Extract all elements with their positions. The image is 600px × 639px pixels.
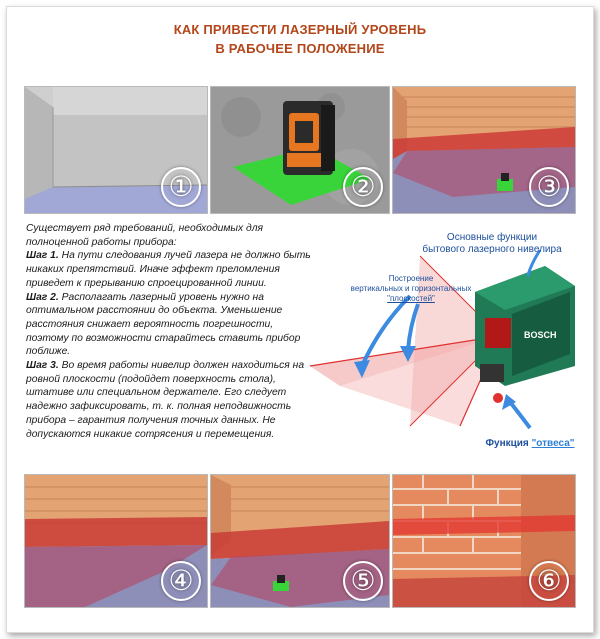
- device-functions-diagram: BOSCH Основные функции бытового лазерног…: [300, 226, 590, 470]
- step-number-6: ⑥: [529, 561, 569, 601]
- step-number-3: ③: [529, 167, 569, 207]
- intro-paragraph: Существует ряд требований, необходимых д…: [26, 223, 264, 248]
- panel-step-2: ②: [210, 86, 390, 214]
- panel-step-6: ⑥: [392, 474, 576, 608]
- plumb-prefix: Функция: [485, 438, 532, 449]
- planes-line-1: Построение: [388, 274, 434, 283]
- step-3-text: Во время работы нивелир должен находитьс…: [26, 360, 305, 440]
- planes-line-3: "плоскостей": [387, 294, 435, 303]
- step-3-paragraph: Шаг 3. Во время работы нивелир должен на…: [26, 359, 316, 441]
- step-2-label: Шаг 2.: [26, 291, 59, 303]
- device-brand: BOSCH: [524, 330, 557, 340]
- step-number-5: ⑤: [343, 561, 383, 601]
- planes-line-2: вертикальных и горизонтальных: [350, 284, 472, 293]
- plumb-word: "отвеса": [531, 438, 575, 449]
- panel-step-3: ③: [392, 86, 576, 214]
- step-2-paragraph: Шаг 2. Располагать лазерный уровень нужн…: [26, 291, 316, 360]
- step-number-2: ②: [343, 167, 383, 207]
- requirements-text: Существует ряд требований, необходимых д…: [26, 222, 316, 441]
- step-1-paragraph: Шаг 1. На пути следования лучей лазера н…: [26, 249, 316, 290]
- plumb-function-label: Функция "отвеса": [470, 438, 590, 450]
- step-1-text: На пути следования лучей лазера не должн…: [26, 250, 311, 289]
- title-line-2: В РАБОЧЕЕ ПОЛОЖЕНИЕ: [215, 41, 385, 56]
- page-title: КАК ПРИВЕСТИ ЛАЗЕРНЫЙ УРОВЕНЬ В РАБОЧЕЕ …: [0, 20, 600, 58]
- planes-label: Построение вертикальных и горизонтальных…: [336, 274, 486, 304]
- step-3-label: Шаг 3.: [26, 360, 59, 372]
- step-number-4: ④: [161, 561, 201, 601]
- main-functions-line-1: Основные функции: [446, 232, 538, 243]
- laser-device-illustration: BOSCH: [309, 249, 575, 430]
- panel-step-4: ④: [24, 474, 208, 608]
- title-line-1: КАК ПРИВЕСТИ ЛАЗЕРНЫЙ УРОВЕНЬ: [173, 22, 427, 37]
- step-number-1: ①: [161, 167, 201, 207]
- step-1-label: Шаг 1.: [26, 250, 59, 262]
- main-functions-line-2: бытового лазерного нивелира: [422, 244, 562, 255]
- step-2-text: Располагать лазерный уровень нужно на оп…: [26, 291, 301, 358]
- panel-step-1: ①: [24, 86, 208, 214]
- main-functions-label: Основные функции бытового лазерного ниве…: [394, 232, 590, 256]
- panel-step-5: ⑤: [210, 474, 390, 608]
